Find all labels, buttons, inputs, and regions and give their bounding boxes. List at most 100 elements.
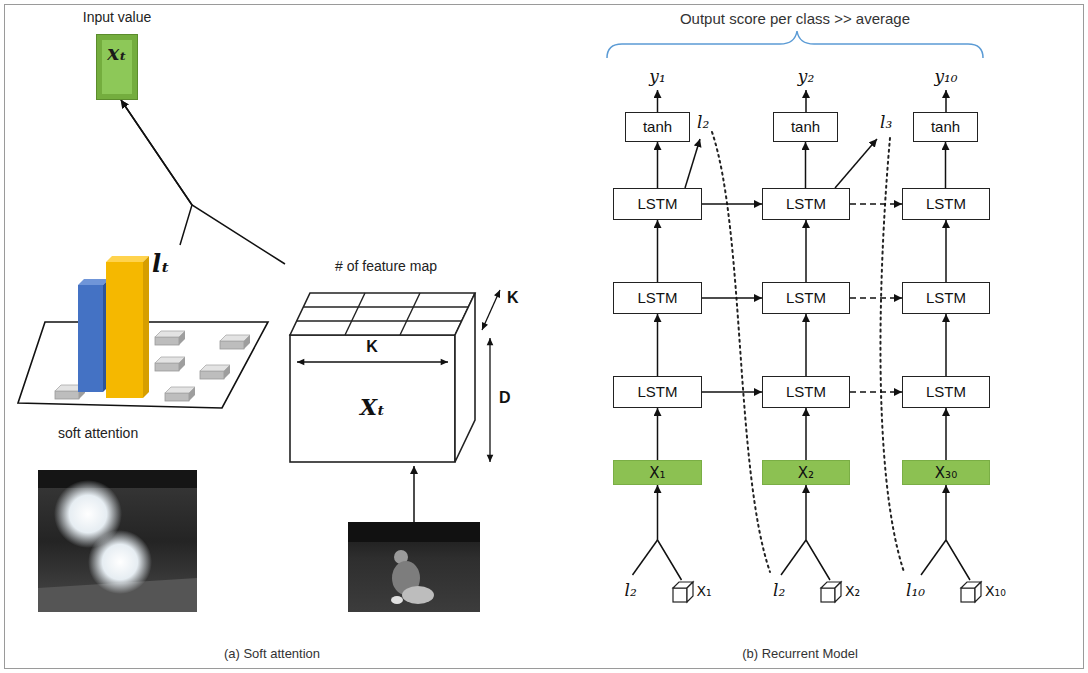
- output-brace: [607, 31, 983, 58]
- attention-feedback-curve: [880, 138, 904, 572]
- dimension-arrow-head: [441, 359, 448, 366]
- feature-cube-icon-drawing: [820, 581, 842, 605]
- attention-bar-top: [106, 256, 149, 262]
- cube-grid-line: [303, 306, 468, 307]
- dimension-label: D: [499, 390, 511, 406]
- lstm-cell: LSTM: [762, 282, 850, 314]
- input-label: X₃₀: [935, 464, 957, 482]
- cube-side-face: [975, 582, 981, 602]
- arrow-connector: [702, 203, 762, 205]
- arrow-connector: [805, 142, 807, 188]
- attention-cell: [55, 391, 79, 399]
- attention-cell-side: [224, 365, 230, 379]
- header-note: Output score per class >> average: [680, 10, 910, 28]
- photo-dark-band: [348, 522, 480, 542]
- arrow-connector: [850, 203, 902, 205]
- arrow-connector: [121, 100, 192, 245]
- node-caption: soft attention: [58, 425, 138, 442]
- merge-branch: [921, 540, 946, 575]
- arrow-connector: [850, 297, 902, 299]
- cube-grid-line: [400, 293, 420, 335]
- arrow-connector: [702, 297, 762, 299]
- input-value-box: Input valuexₜ: [96, 34, 138, 100]
- cube-side-face: [835, 582, 841, 602]
- tanh-box: tanh: [913, 112, 978, 142]
- attention-cell-side: [244, 335, 250, 349]
- cell-label: tanh: [643, 118, 672, 136]
- photo-dark-band: [38, 470, 197, 488]
- arrow-connector: [946, 485, 970, 580]
- node-heading: # of feature map: [335, 258, 437, 275]
- arrow-connector: [121, 100, 285, 264]
- lstm-cell: LSTM: [902, 376, 990, 408]
- feature-cube-icon: X₁₀: [960, 580, 1008, 606]
- output-arrow: [945, 90, 947, 112]
- feature-label: X₁₀: [985, 583, 1006, 600]
- arrow-connector: [806, 485, 830, 580]
- video-frame-photo: [38, 470, 197, 612]
- attention-cell: [165, 393, 189, 401]
- output-label: y₁: [649, 66, 665, 86]
- tanh-box: tanh: [625, 112, 690, 142]
- arrow-connector: [657, 408, 659, 460]
- output-arrow: [805, 90, 807, 112]
- merge-branch: [633, 540, 658, 575]
- person-legs: [402, 586, 434, 604]
- soft-attention-map: soft attention: [15, 245, 277, 445]
- attention-label: l₃: [880, 112, 892, 132]
- attention-cell: [155, 363, 179, 371]
- figure-frame: [5, 5, 1084, 669]
- lstm-cell: LSTM: [613, 188, 702, 220]
- feature-cube-illustration: [285, 258, 520, 468]
- feature-cube-icon: X₂: [820, 580, 863, 606]
- input-label: X₁: [649, 464, 665, 482]
- cube-top-face: [290, 293, 475, 335]
- dimension-arrow: [482, 290, 500, 330]
- cell-label: LSTM: [926, 195, 966, 213]
- cube-grid-line: [297, 320, 462, 321]
- merge-branch: [781, 540, 806, 575]
- cube-front-face: [673, 588, 687, 602]
- feature-label: X₂: [845, 583, 860, 600]
- arrow-connector: [657, 314, 659, 376]
- arrow-connector: [658, 485, 682, 580]
- arrow-connector: [702, 391, 762, 393]
- cube-front-face: [961, 588, 975, 602]
- dimension-arrow: [489, 338, 490, 462]
- node-heading: Input value: [83, 9, 152, 26]
- dimension-arrow-head: [487, 338, 494, 345]
- attention-arrow: [835, 139, 877, 188]
- attention-label: l₂: [625, 580, 637, 600]
- dimension-arrow-head: [482, 322, 488, 330]
- cell-label: LSTM: [926, 383, 966, 401]
- attention-cell-side: [189, 387, 195, 401]
- attention-cell: [200, 371, 224, 379]
- cell-label: tanh: [931, 118, 960, 136]
- attention-cell: [220, 341, 244, 349]
- tanh-box: tanh: [773, 112, 838, 142]
- cell-label: LSTM: [786, 383, 826, 401]
- cube-side-face: [455, 293, 475, 462]
- input-arrow: [413, 466, 415, 522]
- arrow-connector: [805, 314, 807, 376]
- arrow-connector: [945, 314, 947, 376]
- output-label: y₂: [798, 66, 814, 86]
- attention-label: l₂: [773, 580, 785, 600]
- arrow-connector: [805, 408, 807, 460]
- panel-caption: (b) Recurrent Model: [742, 646, 858, 662]
- dimension-arrow-head: [297, 359, 304, 366]
- cell-label: LSTM: [926, 289, 966, 307]
- cube-grid-line: [345, 293, 365, 335]
- lstm-cell: LSTM: [902, 282, 990, 314]
- cell-label: LSTM: [786, 289, 826, 307]
- math-symbol: xₜ: [97, 41, 137, 65]
- feature-cube-icon-drawing: [960, 581, 982, 605]
- attention-arrow: [685, 139, 700, 188]
- lstm-cell: LSTM: [613, 282, 702, 314]
- arrow-connector: [657, 142, 659, 188]
- headlight-glow: [88, 530, 152, 594]
- attention-bar: [78, 285, 103, 392]
- math-symbol: Xₜ: [290, 394, 455, 420]
- input-band: X₁: [613, 460, 702, 485]
- lstm-cell: LSTM: [613, 376, 702, 408]
